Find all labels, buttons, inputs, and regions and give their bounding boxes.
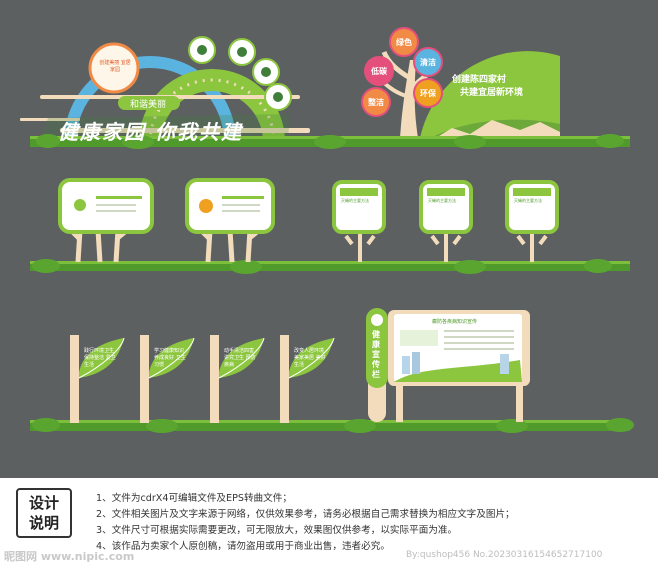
health-board-title: 癫防各疾病知识宣传 [432, 319, 478, 325]
ribbon-text: 和谐美丽 [130, 100, 167, 110]
row2-board-large-2 [185, 178, 275, 263]
design-note-item: 2、文件相关图片及文字来源于网络，仅供效果参考，请务必根据自己需求替换为相应文字… [96, 509, 515, 520]
health-board [388, 310, 530, 422]
leaf-sign-text-4: 改变人居环境 美家美居 美好生活 [294, 348, 326, 368]
leaf-sign-text-2: 学习健康知识 养成良好 卫生习惯 [154, 348, 186, 368]
design-note-item: 3、文件尺寸可根据实际需要更改，可无限放大，效果图仅供参考，以实际平面为准。 [96, 525, 458, 536]
bubble-text: 创建美丽 宜居家园 [99, 60, 131, 73]
tree-bubble-label-1: 绿色 [396, 38, 412, 47]
tree-bubble-label-3: 清洁 [420, 58, 436, 67]
design-note-item: 1、文件为cdrX4可编辑文件及EPS转曲文件； [96, 493, 292, 504]
leaf-sign-text-3: 动手清洁四害 讲究卫生 预防疾病 [224, 348, 256, 368]
design-notes-section: 设计 说明 1、文件为cdrX4可编辑文件及EPS转曲文件； 2、文件相关图片及… [0, 478, 658, 564]
watermark-right: By:qushop456 No.20230316154652717100 [406, 550, 603, 560]
design-note-item: 4、该作品为卖家个人原创稿，请勿盗用或用于商业出售，违者必究。 [96, 541, 390, 552]
main-heading: 健康家园 你我共建 [58, 120, 243, 144]
tree-bubble-label-2: 低碳 [371, 67, 387, 76]
design-notes-badge: 设计 说明 [16, 488, 72, 538]
row2-board-small-1 [332, 180, 386, 262]
tree-bubble-label-5: 整洁 [368, 98, 384, 107]
health-column-label: 健康宣传栏 [372, 330, 380, 379]
leaf-sign-4 [280, 335, 335, 423]
grass-strip-3 [30, 418, 634, 433]
row2-board-small-2 [419, 180, 473, 262]
watermark-left: 昵图网 www.nipic.com [4, 550, 135, 563]
tree-slogan-line2: 共建宜居新环境 [460, 88, 524, 98]
leaf-sign-3 [210, 335, 265, 423]
health-column [366, 308, 388, 422]
row2-small-title-1: 灭蝇的主要方法 [341, 198, 369, 203]
grass-strip-2 [30, 259, 630, 274]
ribbon [118, 96, 180, 110]
top-left-arch-display [20, 36, 310, 143]
info-bubble [88, 42, 140, 94]
row2-small-title-3: 灭蝇的主要方法 [514, 198, 542, 203]
artwork [20, 27, 634, 433]
row2-board-small-3 [505, 180, 559, 262]
tree-bubble-label-4: 环保 [420, 89, 436, 98]
row2-board-large-1 [58, 178, 154, 263]
leaf-sign-2 [140, 335, 195, 423]
leaf-sign-1 [70, 335, 125, 423]
row2-small-title-2: 灭蝇的主要方法 [428, 198, 456, 203]
grass-strip-1 [30, 134, 630, 149]
fan-panel [420, 51, 560, 138]
tree-slogan-line1: 创建陈四家村 [452, 75, 507, 85]
leaf-sign-text-1: 践行环境卫生 保持整洁 爱卫生活 [84, 348, 116, 368]
